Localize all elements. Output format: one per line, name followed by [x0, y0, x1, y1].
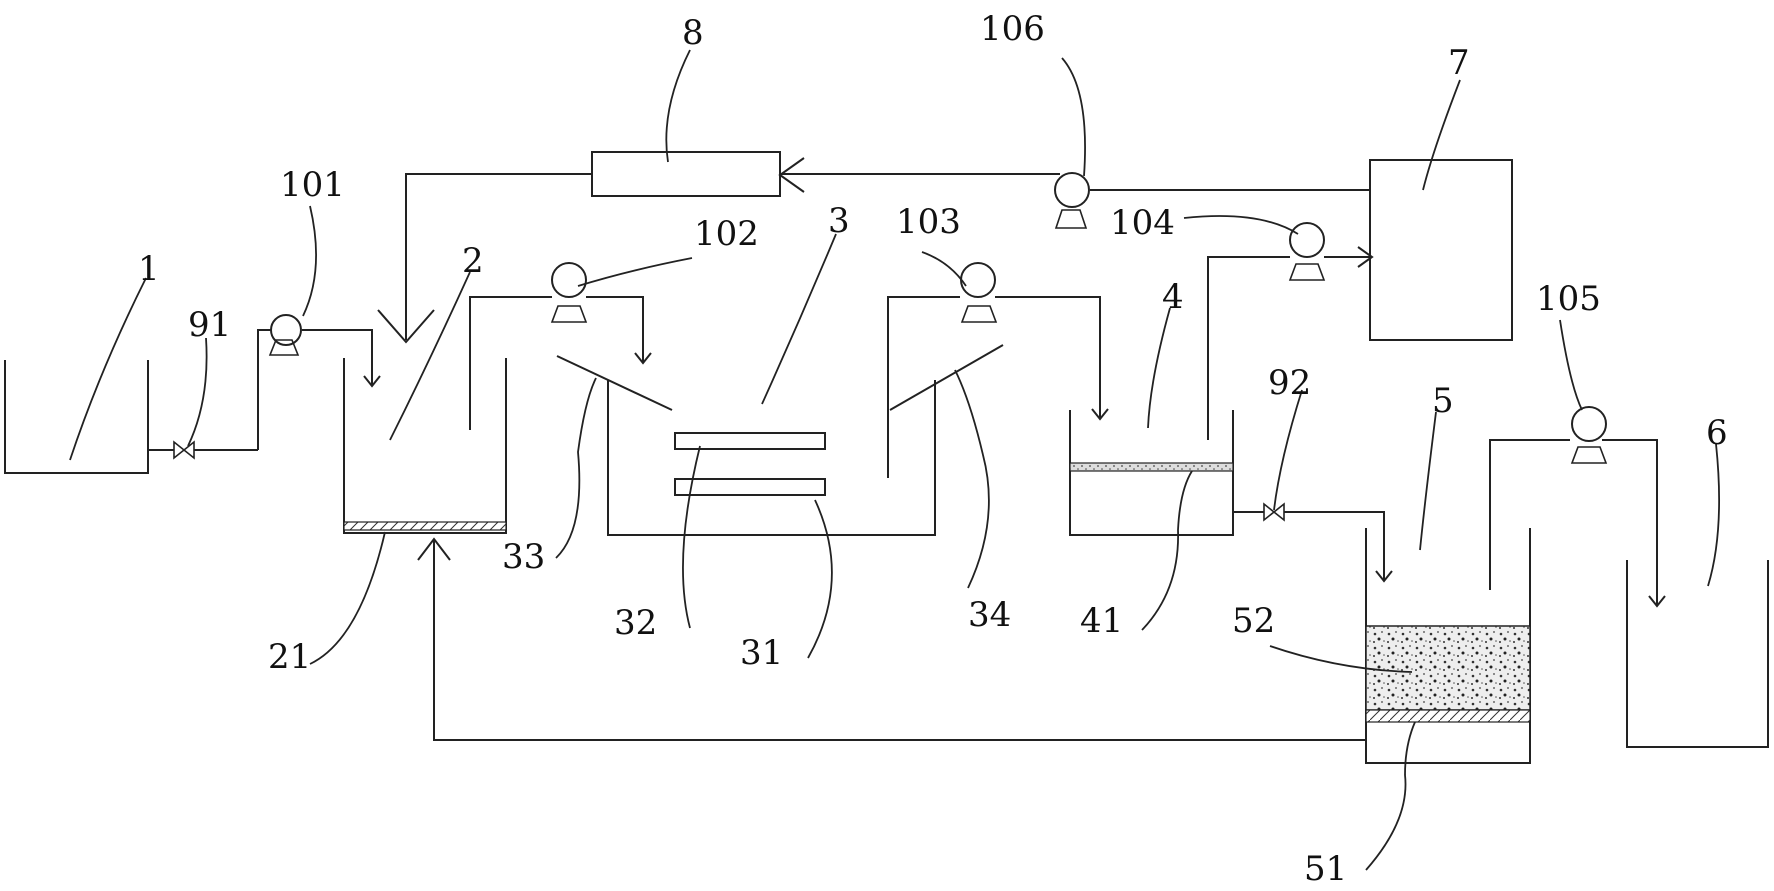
label-105: 105	[1536, 279, 1601, 319]
leader-91	[187, 337, 208, 447]
leader-5	[1419, 411, 1437, 551]
pipe-filter8-to-tank2	[377, 173, 592, 344]
tank-4	[1069, 410, 1234, 536]
sand-media-52	[1365, 625, 1531, 711]
pump-icon	[1570, 406, 1608, 464]
leader-lines	[69, 49, 1720, 871]
component-labels: 1 91 101 2 21 8 102 3 103 33 32 31 34 10…	[138, 9, 1728, 889]
label-1: 1	[138, 249, 160, 289]
leader-32	[682, 445, 701, 629]
filter-layer-41	[1069, 462, 1234, 472]
label-41: 41	[1080, 601, 1123, 641]
leader-105	[1559, 319, 1583, 411]
filter-layer-21	[343, 521, 507, 531]
leader-106	[1061, 57, 1086, 177]
label-31: 31	[740, 633, 783, 673]
leader-8	[665, 49, 691, 163]
leader-92	[1273, 389, 1303, 511]
leader-104	[1183, 215, 1299, 235]
label-8: 8	[682, 13, 704, 53]
label-104: 104	[1110, 203, 1175, 243]
pipe-tank1-to-tank2	[148, 329, 381, 451]
support-layer-51	[1365, 709, 1531, 723]
valve-icon	[173, 440, 195, 460]
unit-8	[591, 151, 805, 197]
pipe-tank4-to-tank5	[1233, 511, 1393, 583]
label-101: 101	[280, 165, 345, 205]
label-2: 2	[462, 241, 484, 281]
label-52: 52	[1232, 601, 1275, 641]
leader-3	[761, 233, 837, 405]
pipe-tank5-to-tank6	[1489, 439, 1666, 608]
pipe-tank7-to-unit8	[780, 173, 1370, 191]
leader-102	[577, 257, 693, 287]
label-92: 92	[1268, 363, 1311, 403]
tank-7	[1369, 159, 1513, 341]
leader-7	[1422, 79, 1461, 191]
pump-icon	[550, 262, 588, 323]
leader-6	[1707, 443, 1720, 587]
label-6: 6	[1706, 413, 1728, 453]
tank-2	[343, 358, 507, 534]
tank-5	[1365, 528, 1531, 764]
label-51: 51	[1304, 849, 1347, 889]
label-4: 4	[1162, 277, 1184, 317]
tank-6	[1626, 560, 1769, 748]
leader-4	[1147, 307, 1171, 429]
label-33: 33	[502, 537, 545, 577]
leader-1	[69, 277, 147, 461]
label-34: 34	[968, 595, 1011, 635]
label-106: 106	[980, 9, 1045, 49]
leader-41	[1141, 470, 1193, 631]
pump-icon	[960, 262, 998, 323]
leader-101	[302, 205, 317, 317]
plate-31	[674, 478, 826, 496]
unit-3	[556, 344, 1004, 536]
leader-51	[1365, 721, 1416, 871]
pipe-tank4-to-tank7	[1207, 246, 1374, 440]
label-5: 5	[1432, 381, 1454, 421]
pipe-unit3-to-tank4	[887, 296, 1109, 478]
pump-icon	[1288, 222, 1326, 281]
pump-icon	[268, 314, 302, 356]
label-7: 7	[1448, 43, 1470, 83]
label-3: 3	[828, 201, 850, 241]
plate-32	[674, 432, 826, 450]
label-102: 102	[694, 214, 759, 254]
leader-52	[1269, 645, 1413, 673]
leader-33	[555, 377, 597, 559]
pipe-tank5-return-to-tank2	[417, 537, 1366, 741]
leader-31	[807, 499, 833, 659]
leader-2	[389, 271, 471, 441]
label-91: 91	[188, 305, 231, 345]
label-103: 103	[896, 202, 961, 242]
pump-icon	[1054, 172, 1090, 229]
valve-icon	[1263, 502, 1285, 522]
pipe-tank2-to-unit3	[469, 296, 652, 430]
label-32: 32	[614, 603, 657, 643]
label-21: 21	[268, 637, 311, 677]
leader-21	[309, 531, 386, 665]
leader-103	[921, 251, 967, 287]
leader-34	[954, 369, 990, 589]
tank-1	[4, 360, 149, 474]
